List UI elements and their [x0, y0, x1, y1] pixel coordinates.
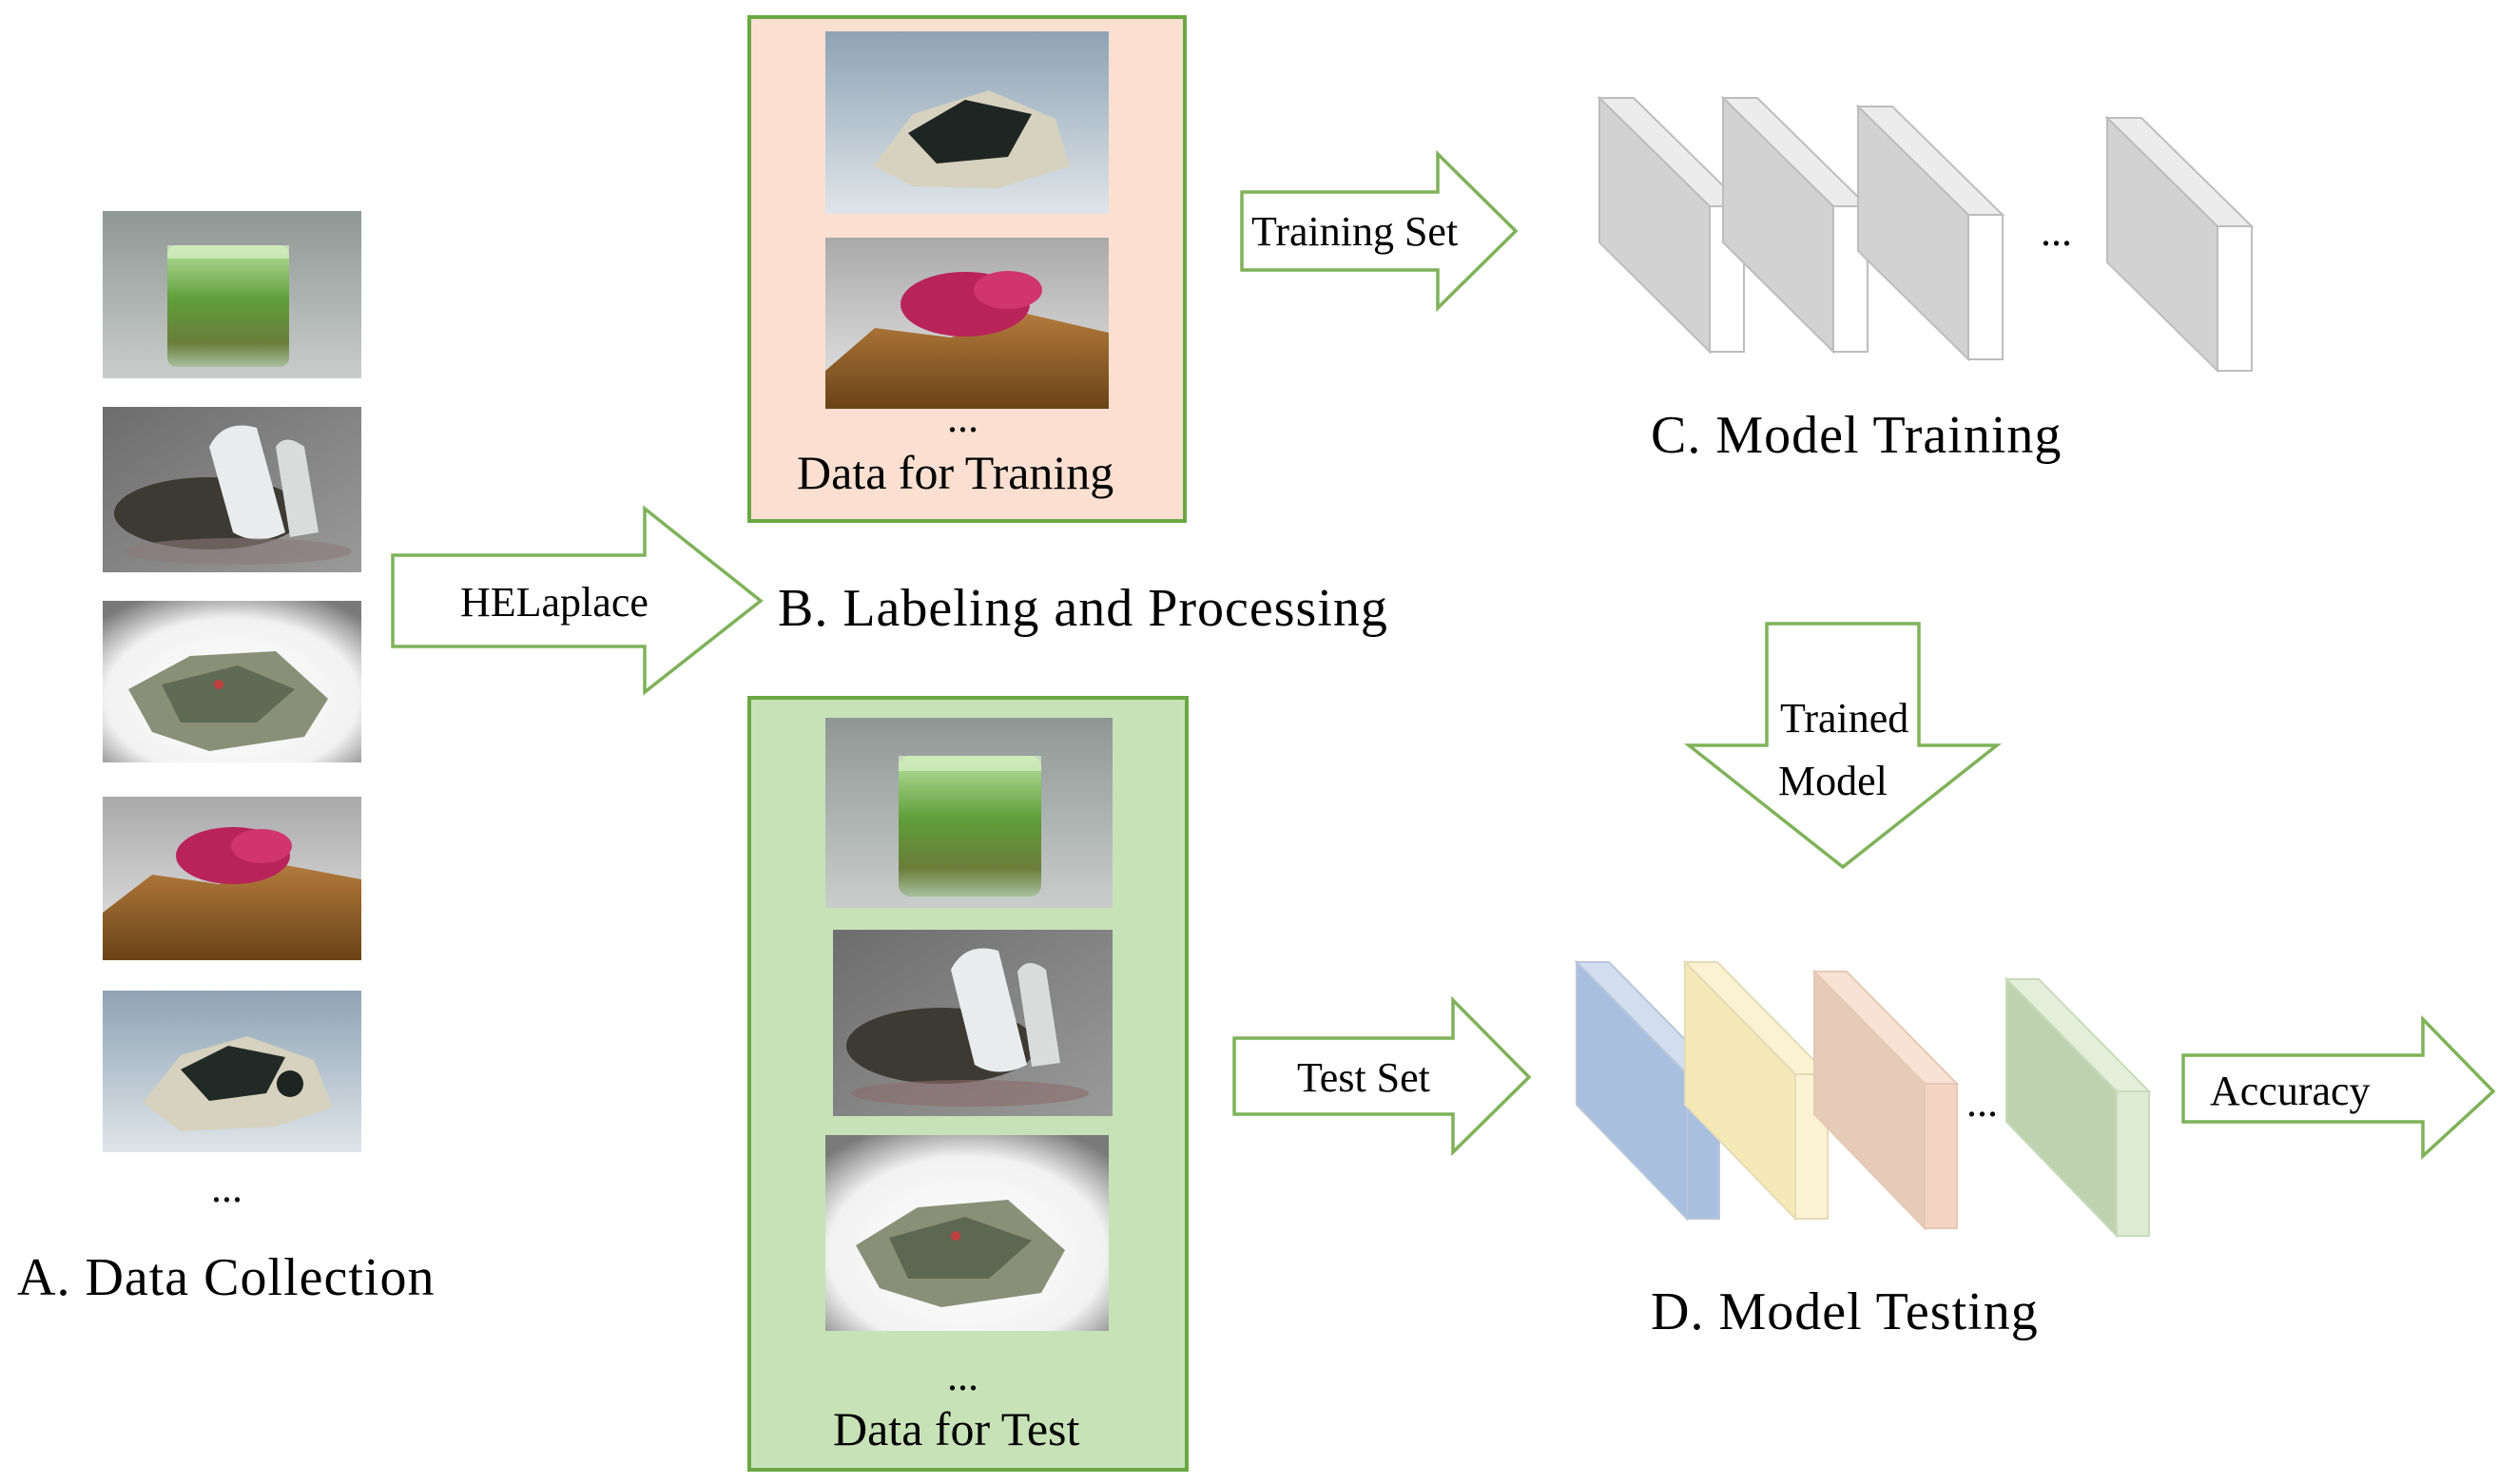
trained-model-arrow: [1683, 622, 2003, 870]
layer-block: [1597, 95, 1747, 355]
training-data-box: [747, 15, 1187, 523]
layer-block: [1682, 959, 1830, 1222]
test-data-box: [747, 696, 1189, 1472]
training-blocks-ellipsis: ...: [2041, 208, 2072, 255]
training-box-caption: Data for Traning: [797, 446, 1114, 499]
layer-block: [2104, 115, 2255, 374]
test-set-label: Test Set: [1297, 1054, 1430, 1101]
trained-label-line2: Model: [1778, 758, 1888, 804]
helaplace-label: HELaplace: [460, 579, 649, 626]
testing-model-blocks: [1574, 959, 2152, 1239]
mineral-thumbnail: [825, 1135, 1109, 1331]
trained-label-line1: Trained: [1780, 695, 1909, 742]
collection-ellipsis: ...: [211, 1165, 242, 1211]
mineral-thumbnail: [103, 601, 361, 762]
mineral-thumbnail: [103, 991, 361, 1152]
helaplace-arrow: [391, 505, 764, 696]
section-data-collection: A. Data Collection: [17, 1248, 436, 1307]
mineral-thumbnail: [825, 718, 1113, 908]
mineral-thumbnail: [103, 407, 361, 572]
testing-blocks-ellipsis: ...: [1966, 1079, 1998, 1126]
test-set-arrow: [1232, 995, 1532, 1157]
mineral-thumbnail: [103, 797, 361, 960]
test-box-caption: Data for Test: [833, 1402, 1080, 1455]
section-labeling: B. Labeling and Processing: [778, 579, 1388, 638]
section-model-testing: D. Model Testing: [1651, 1282, 2039, 1341]
accuracy-arrow: [2181, 1014, 2496, 1160]
training-model-blocks: [1597, 95, 2255, 374]
mineral-thumbnail: [833, 930, 1113, 1116]
training-ellipsis: ...: [947, 395, 978, 441]
training-set-arrow: [1240, 149, 1519, 313]
section-model-training: C. Model Training: [1651, 406, 2062, 465]
collection-thumbnails: [103, 211, 361, 1152]
mineral-thumbnail: [103, 211, 361, 378]
layer-block: [1855, 104, 2005, 362]
test-ellipsis: ...: [947, 1353, 978, 1399]
mineral-thumbnail: [825, 31, 1109, 214]
mineral-thumbnail: [825, 238, 1109, 409]
layer-block: [1811, 969, 1960, 1231]
accuracy-label: Accuracy: [2210, 1068, 2371, 1114]
layer-block: [2004, 976, 2152, 1239]
training-set-label: Training Set: [1251, 208, 1459, 255]
